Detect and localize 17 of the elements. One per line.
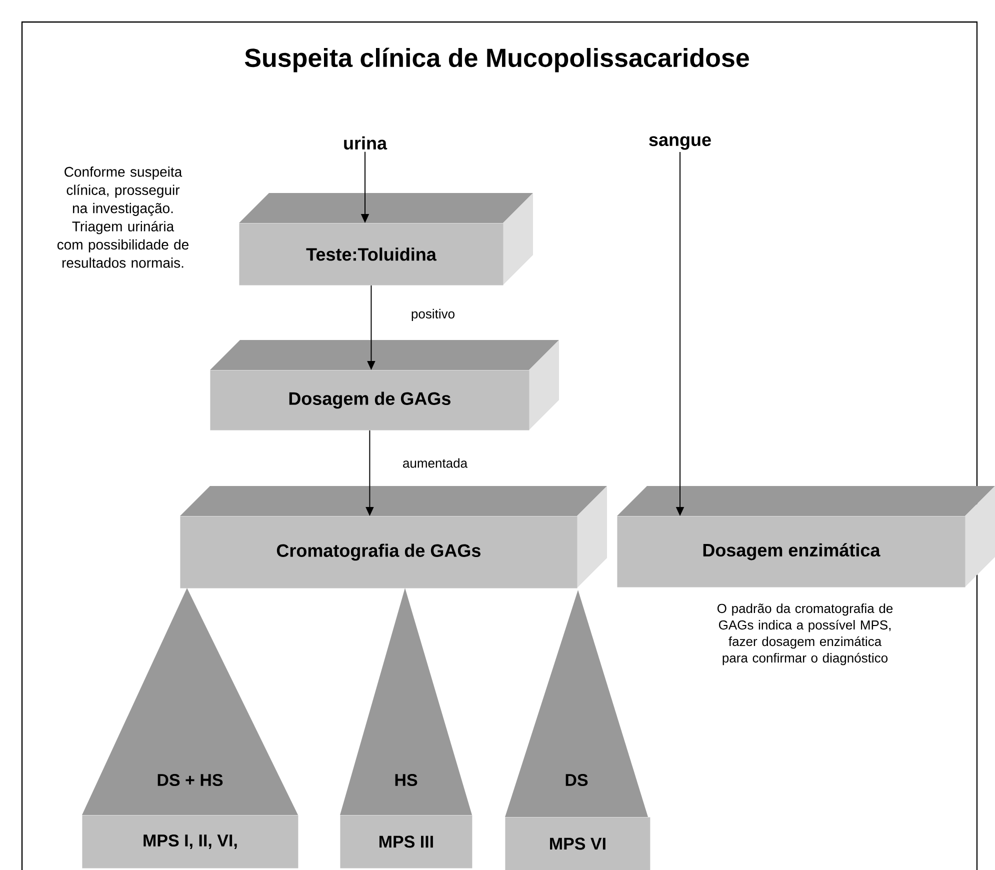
note: O padrão da cromatografia de GAGs indica a possível MPS, fazer dosagem enzimática para confirmar o diagnóstico xyxy=(717,604,893,666)
edge-label: positivo xyxy=(412,308,454,322)
title: Suspeita clínica de Mucopolissacaridose xyxy=(244,48,749,72)
triangle: DS xyxy=(505,590,648,817)
edge-label: aumentada xyxy=(403,458,468,468)
box-3d: Cromatografia de GAGs xyxy=(180,486,607,588)
result-box: MPS III xyxy=(340,815,472,868)
source-label: urina xyxy=(344,136,388,150)
box-3d: Teste:Toluidina xyxy=(239,193,533,286)
result-box: MPS I, II, VI, xyxy=(82,815,298,868)
note: Conforme suspeita clínica, prosseguir na investigação. Triagem urinária com possibilidade de resultados normais. xyxy=(57,166,188,268)
source-label: sangue xyxy=(649,136,711,150)
box-3d: Dosagem de GAGs xyxy=(210,340,559,430)
result-box: MPS VI xyxy=(505,817,650,870)
triangle: HS xyxy=(340,588,472,815)
box-3d: Dosagem enzimática xyxy=(617,486,995,588)
triangle: DS + HS xyxy=(82,588,298,815)
